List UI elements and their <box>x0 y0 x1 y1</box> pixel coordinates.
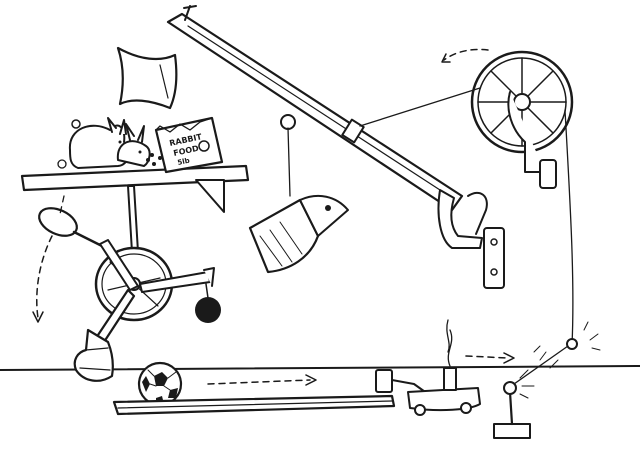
rabbits <box>57 117 162 169</box>
soccer-ball <box>137 361 183 407</box>
magnifying-glass <box>32 195 104 323</box>
flywheel <box>94 239 221 323</box>
pulley-wheel <box>470 50 574 189</box>
ball-ramp <box>112 374 396 416</box>
hanging-jug <box>248 114 349 274</box>
kicking-boot <box>73 288 136 382</box>
rope-trigger-post <box>493 321 601 439</box>
tilting-beam <box>166 5 464 212</box>
switch-and-lighter <box>375 319 515 416</box>
pulley-rope <box>359 48 574 346</box>
bag-label-line3: 5lb <box>177 157 191 167</box>
axe <box>116 46 178 110</box>
rabbit-food-bag: RABBIT FOOD 5lb <box>154 116 224 174</box>
beam-hinge-bracket <box>437 189 505 289</box>
